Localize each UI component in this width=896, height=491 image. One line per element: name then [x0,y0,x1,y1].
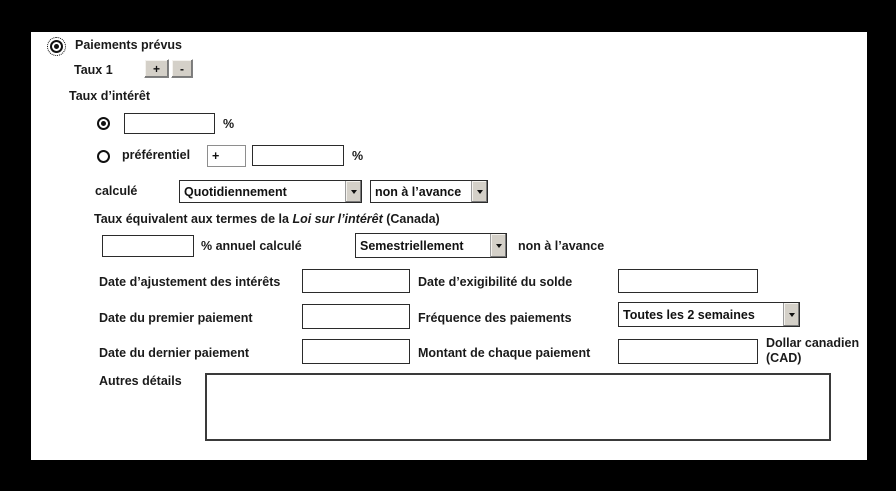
label-date-exigibilite-solde: Date d’exigibilité du solde [418,275,573,289]
select-frequence-paiements[interactable]: Toutes les 2 semaines [618,302,800,327]
label-calcule: calculé [95,184,138,198]
label-autres-details: Autres détails [99,374,182,388]
select-composition[interactable]: Semestriellement [355,233,507,258]
radio-paiements-prevus[interactable] [47,37,66,56]
form-panel: Paiements prévus Taux 1 + - Taux d’intér… [31,32,867,460]
label-frequence-paiements: Fréquence des paiements [418,311,572,325]
heading-taux-equivalent-prefix: Taux équivalent aux termes de la [94,212,293,226]
select-frequence-calcul[interactable]: Quotidiennement [179,180,362,203]
chevron-down-icon[interactable] [490,234,506,257]
unit-percent-taux-fixe: % [223,117,235,131]
increment-rate-button[interactable]: + [144,59,169,78]
select-frequence-calcul-value: Quotidiennement [184,184,287,199]
label-date-ajustement-interets: Date d’ajustement des intérêts [99,275,281,289]
input-preferentiel-sign[interactable]: + [207,145,246,167]
input-taux-fixe[interactable] [124,113,215,134]
unit-percent-preferentiel: % [352,149,364,163]
label-paiements-prevus: Paiements prévus [75,38,182,52]
input-date-exigibilite-solde[interactable] [618,269,758,293]
heading-taux-equivalent: Taux équivalent aux termes de la Loi sur… [94,212,440,226]
input-taux-equivalent[interactable] [102,235,194,257]
chevron-down-icon[interactable] [783,303,799,326]
heading-taux-equivalent-italic: Loi sur l’intérêt [292,212,383,226]
label-date-premier-paiement: Date du premier paiement [99,311,253,325]
preferentiel-sign-value: + [212,149,220,163]
label-date-dernier-paiement: Date du dernier paiement [99,346,250,360]
chevron-down-icon[interactable] [345,181,361,202]
input-date-premier-paiement[interactable] [302,304,410,329]
label-devise-line2: (CAD) [766,351,802,365]
label-taux-1: Taux 1 [74,63,113,77]
chevron-down-icon[interactable] [471,181,487,202]
input-date-ajustement-interets[interactable] [302,269,410,293]
input-date-dernier-paiement[interactable] [302,339,410,364]
label-devise: Dollar canadien (CAD) [766,336,862,366]
select-moment-calcul-value: non à l’avance [375,184,462,199]
textarea-autres-details[interactable] [205,373,831,441]
input-taux-preferentiel[interactable] [252,145,344,166]
select-composition-value: Semestriellement [360,238,464,253]
heading-taux-interet: Taux d’intérêt [69,89,151,103]
input-montant-chaque-paiement[interactable] [618,339,758,364]
radio-taux-fixe[interactable] [97,117,110,130]
text-non-a-lavance: non à l’avance [518,239,605,253]
label-pourcent-annuel-calcule: % annuel calculé [201,239,302,253]
label-devise-line1: Dollar canadien [766,336,860,350]
label-montant-chaque-paiement: Montant de chaque paiement [418,346,591,360]
select-frequence-paiements-value: Toutes les 2 semaines [623,307,755,322]
heading-taux-equivalent-suffix: (Canada) [382,212,440,226]
decrement-rate-button[interactable]: - [171,59,193,78]
label-preferentiel: préférentiel [122,148,191,162]
select-moment-calcul[interactable]: non à l’avance [370,180,488,203]
radio-taux-preferentiel[interactable] [97,150,110,163]
